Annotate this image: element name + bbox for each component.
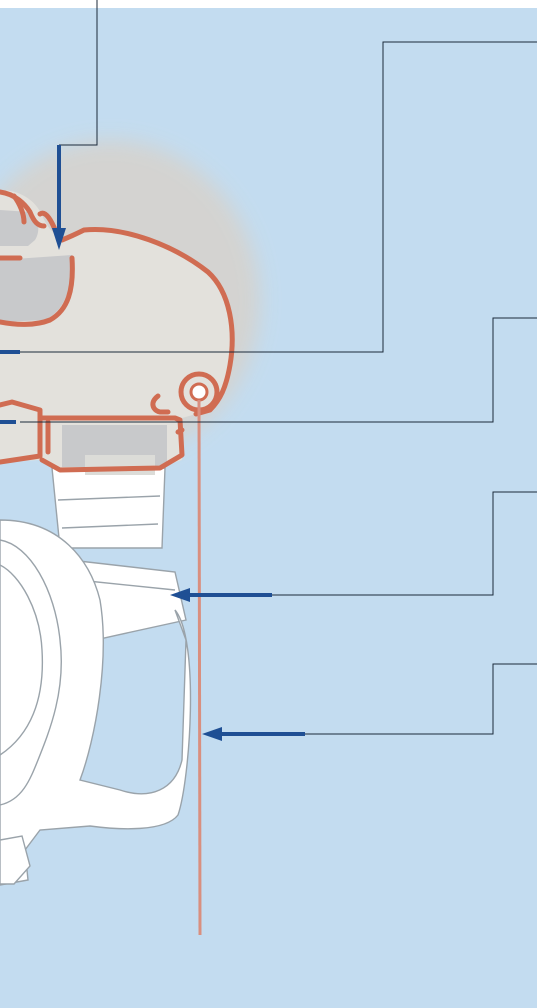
callout-middle-right-leader	[20, 317, 537, 423]
plate-cutouts	[0, 210, 167, 475]
pointers	[0, 145, 305, 741]
callout-top-leader	[59, 0, 98, 146]
callout-lower-right-arrow	[170, 588, 272, 602]
main-body	[0, 519, 192, 886]
callout-lower-right-leader	[272, 491, 537, 596]
neck-detail	[57, 495, 161, 529]
top-margin	[0, 0, 537, 8]
callout-bottom-right-arrow	[202, 727, 305, 741]
lower-body	[0, 467, 192, 886]
neck-block	[51, 467, 166, 549]
reference-line	[197, 399, 202, 936]
callout-upper-right-leader	[20, 41, 537, 353]
grip-loop	[0, 539, 62, 806]
callout-bottom-right-leader	[305, 663, 537, 735]
callout-top-arrow	[52, 145, 66, 250]
leader-lines	[20, 0, 537, 735]
bottom-knob	[0, 835, 31, 885]
grip-inner	[0, 564, 44, 756]
